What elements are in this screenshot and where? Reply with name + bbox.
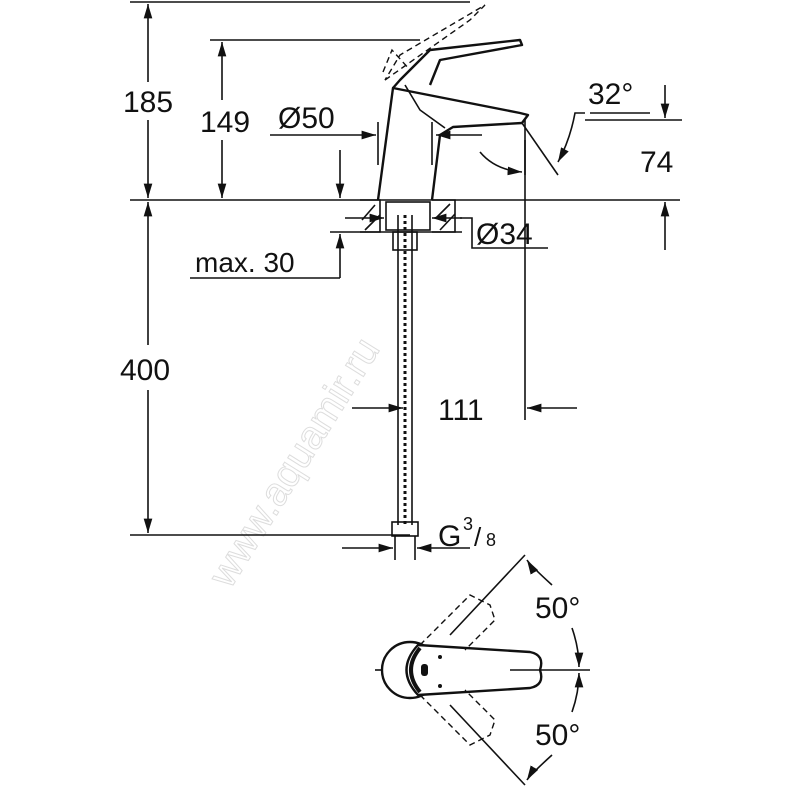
dim-149-label: 149: [200, 106, 250, 139]
thread-g-label: G: [438, 520, 461, 553]
rotation-left-label: 50°: [535, 592, 580, 625]
dim-max-30-label: max. 30: [195, 247, 295, 278]
watermark: www.aquamir.ru: [200, 330, 389, 595]
dim-400-label: 400: [120, 354, 170, 387]
dim-74-label: 74: [640, 146, 673, 179]
dim-diameter-50-label: Ø50: [278, 102, 335, 135]
dim-angle-32-label: 32°: [588, 78, 633, 111]
faucet-side-view: [360, 4, 530, 560]
dim-185-label: 185: [123, 86, 173, 119]
dim-diameter-34-label: Ø34: [476, 218, 533, 251]
thread-denominator: 8: [486, 530, 496, 550]
thread-slash: /: [474, 522, 482, 552]
dim-111-label: 111: [438, 394, 484, 427]
faucet-top-view: [375, 554, 590, 786]
rotation-right-label: 50°: [535, 719, 580, 752]
thread-numerator: 3: [463, 514, 473, 534]
